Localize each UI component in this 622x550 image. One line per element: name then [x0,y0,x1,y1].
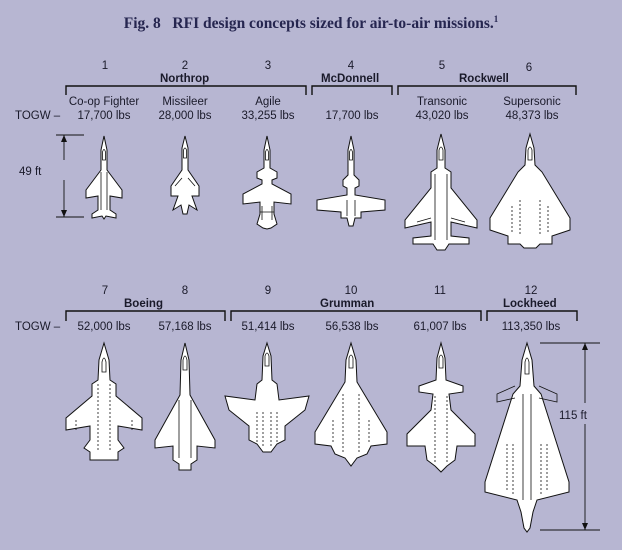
bracket-northrop [65,85,307,95]
dimension-line-49ft [56,134,84,218]
aircraft-4 [316,135,386,227]
aircraft-10 [314,341,388,467]
togw-value-4: 17,700 lbs [325,110,379,122]
togw-value-1: 17,700 lbs [77,110,131,122]
concept-number-6: 6 [525,62,533,74]
aircraft-2 [170,135,200,215]
concept-name-5: Transonic [416,96,468,108]
aircraft-3 [242,135,292,230]
concept-name-3: Agile [255,96,281,108]
concept-number-9: 9 [264,285,272,297]
concept-number-8: 8 [181,285,189,297]
togw-value-5: 43,020 lbs [415,110,469,122]
concept-number-7: 7 [101,285,109,297]
concept-name-2: Missileer [162,96,208,108]
aircraft-7 [65,341,143,461]
figure-title: Fig. 8 RFI design concepts sized for air… [123,14,499,33]
manufacturer-mcdonnell: McDonnell [321,73,380,85]
bracket-mcdonnell [311,85,393,95]
togw-label-row2: TOGW – [15,321,61,333]
aircraft-12 [484,341,570,533]
aircraft-9 [224,341,310,453]
concept-number-4: 4 [347,60,355,72]
manufacturer-grumman: Grumman [320,298,375,310]
dimension-line-115ft [540,342,600,531]
togw-value-8: 57,168 lbs [158,321,212,333]
dimension-label-115ft: 115 ft [559,410,587,422]
aircraft-5 [404,133,478,251]
bracket-rockwell [397,85,577,95]
manufacturer-northrop: Northrop [160,73,210,85]
dimension-label-49ft: 49 ft [19,166,42,178]
concept-number-5: 5 [438,60,446,72]
togw-value-2: 28,000 lbs [158,110,212,122]
concept-name-1: Co-op Fighter [68,96,140,108]
aircraft-8 [154,342,216,471]
bracket-boeing [65,310,226,321]
togw-value-11: 61,007 lbs [413,321,467,333]
togw-value-3: 33,255 lbs [241,110,295,122]
aircraft-11 [406,341,476,473]
togw-value-12: 113,350 lbs [501,321,561,333]
aircraft-6 [489,132,571,249]
togw-value-9: 51,414 lbs [241,321,295,333]
togw-label-row1: TOGW – [15,110,61,122]
togw-value-7: 52,000 lbs [77,321,131,333]
bracket-lockheed [486,310,578,321]
togw-value-10: 56,538 lbs [325,321,379,333]
concept-number-3: 3 [264,60,272,72]
concept-name-6: Supersonic [503,96,561,108]
togw-value-6: 48,373 lbs [505,110,559,122]
concept-number-12: 12 [524,285,538,297]
concept-number-11: 11 [434,285,446,297]
bracket-grumman [230,310,482,321]
aircraft-1 [85,135,123,220]
manufacturer-boeing: Boeing [124,298,163,310]
manufacturer-rockwell: Rockwell [459,73,509,85]
concept-number-2: 2 [181,60,189,72]
concept-number-1: 1 [101,60,109,72]
manufacturer-lockheed: Lockheed [503,298,557,310]
concept-number-10: 10 [344,285,358,297]
